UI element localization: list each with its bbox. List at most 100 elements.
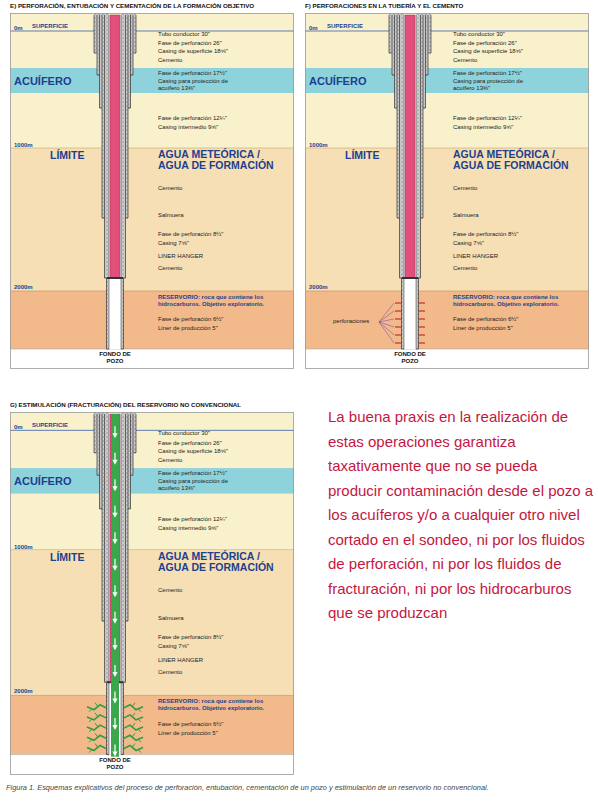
casing-shoe	[94, 452, 97, 453]
casing-shoe	[423, 108, 426, 109]
casing-label: Fase de perforación 12¼"	[158, 115, 227, 122]
cement	[97, 53, 109, 75]
flow-arrow	[112, 539, 117, 544]
casing-shoe	[126, 218, 129, 219]
flow-arrow	[112, 566, 117, 571]
cement	[416, 278, 419, 349]
surface-line	[305, 31, 589, 32]
cement	[102, 509, 109, 621]
flow-arrow	[114, 532, 115, 540]
fracture	[89, 733, 98, 742]
upper-strata	[305, 13, 589, 148]
cement-label: Cemento	[453, 185, 477, 192]
casing-shoe	[131, 475, 134, 476]
cement	[94, 412, 109, 453]
cement	[121, 412, 136, 453]
casing-label: Casing 7⅝"	[453, 240, 484, 247]
panel-frame	[11, 14, 294, 369]
depth-mark: 2000m	[14, 688, 33, 694]
frac-fluid	[111, 414, 119, 757]
flow-arrow	[112, 460, 117, 465]
layer-name: ACUÍFERO	[14, 75, 71, 87]
casing-wall	[102, 15, 103, 218]
perforation-label: perforaciones	[333, 318, 369, 325]
boundary-label: LÍMITE	[50, 150, 84, 161]
casing-label: Fase de perforación 12¼"	[158, 516, 227, 523]
cement	[389, 13, 404, 53]
depth-mark: 2000m	[309, 284, 328, 290]
fluid-label: Salmuera	[158, 615, 184, 622]
casing-shoe	[128, 108, 131, 109]
casing-wall	[420, 15, 421, 278]
layer-name: RESERVORIO: roca que contiene los hidroc…	[158, 294, 286, 308]
cement-label: Cemento	[158, 185, 182, 192]
casing-wall	[389, 15, 390, 53]
casing-label: Casing para protección de acuífero 13⅜"	[158, 478, 246, 492]
flow-arrow	[112, 619, 117, 624]
liner-hanger	[107, 277, 123, 279]
well-bottom-label: FONDO DE POZO	[95, 351, 135, 365]
upper-strata	[10, 412, 294, 550]
fracture	[89, 723, 98, 732]
casing-shoe	[121, 349, 124, 350]
casing-label: Casing de superficie 18⅝"	[453, 48, 523, 55]
depth-mark: 1000m	[14, 142, 33, 148]
boundary-label: LÍMITE	[50, 552, 84, 563]
casing-label: Fase de perforación 8½"	[158, 634, 224, 641]
cement	[105, 218, 110, 278]
casing-wall	[423, 15, 424, 218]
cement	[121, 453, 133, 475]
well-bottom-label: FONDO DE POZO	[95, 757, 135, 771]
cement	[121, 218, 126, 278]
casing-wall	[136, 414, 137, 453]
cement	[105, 621, 110, 682]
casing-wall	[130, 414, 131, 509]
cement	[121, 53, 133, 75]
casing-wall	[404, 15, 405, 349]
flow-arrow	[114, 612, 115, 620]
casing-shoe	[107, 349, 110, 350]
perforation	[395, 302, 402, 303]
borehole	[404, 15, 416, 349]
perforation	[395, 342, 402, 343]
casing-shoe	[389, 53, 392, 54]
casing-wall	[121, 414, 122, 755]
fracture	[89, 703, 98, 712]
flow-arrow	[112, 486, 117, 491]
depth-line	[10, 349, 294, 350]
casing-label: Tubo conductor 30"	[158, 430, 210, 437]
casing-wall	[130, 15, 131, 108]
casing-shoe	[421, 218, 424, 219]
casing-wall	[99, 15, 100, 108]
aquifer-band: ACUÍFERO	[305, 68, 589, 93]
flow-arrow	[112, 672, 117, 677]
flow-arrow	[114, 718, 115, 726]
well-panel	[10, 13, 294, 369]
leader-line	[379, 322, 394, 335]
flow-arrow	[114, 744, 115, 752]
fracture	[132, 723, 141, 732]
cement	[121, 682, 124, 754]
casing-shoe	[100, 508, 103, 509]
flow-arrow	[112, 751, 117, 756]
casing-wall	[128, 414, 129, 621]
flow-arrow	[114, 453, 115, 461]
casing-wall	[104, 15, 105, 278]
surface-label: SUPERFICIE	[32, 23, 68, 29]
panel-frame	[11, 413, 294, 775]
flow-arrow	[114, 426, 115, 434]
flow-arrow	[112, 433, 117, 438]
casing-wall	[397, 15, 398, 218]
borehole	[109, 15, 121, 349]
lower-strata	[305, 148, 589, 291]
casing-wall	[94, 414, 95, 453]
casing-shoe	[395, 108, 398, 109]
casing-shoe	[94, 53, 97, 54]
casing-shoe	[97, 475, 100, 476]
reservoir-layer	[10, 695, 294, 754]
flow-arrow	[114, 506, 115, 514]
note-text: La buena praxis en la realización de est…	[328, 405, 594, 626]
leader-line	[379, 322, 394, 343]
well-panel	[10, 412, 294, 775]
casing-wall	[399, 15, 400, 278]
